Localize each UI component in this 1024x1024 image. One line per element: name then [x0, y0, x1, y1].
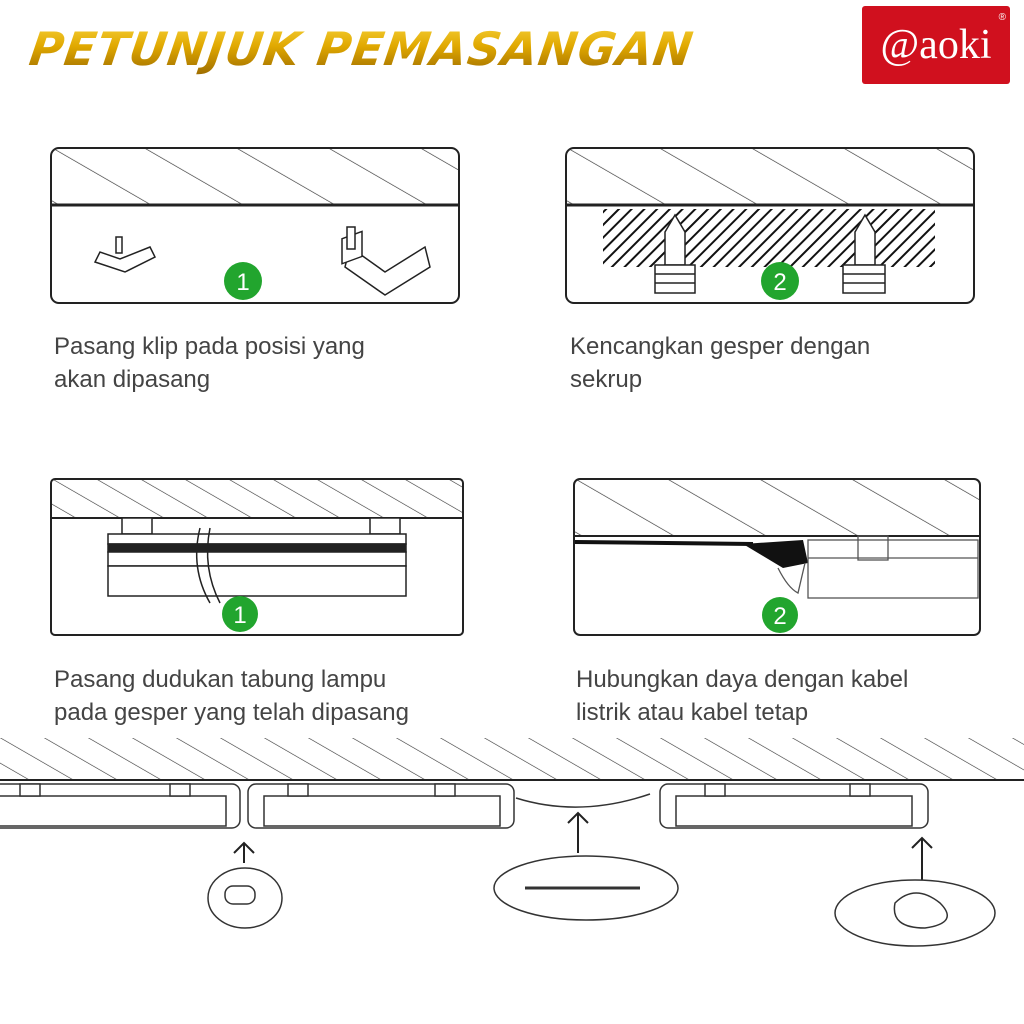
step-badge: 1 [233, 602, 246, 629]
caption-line: sekrup [570, 366, 643, 393]
linked-tubes [0, 783, 929, 829]
step-badge: 1 [236, 269, 249, 296]
step-3-illustration: 1 [50, 478, 466, 638]
caption-line: Pasang klip pada posisi yang [54, 333, 365, 360]
logo-text: @aoki [880, 22, 992, 68]
step-1-caption: Pasang klip pada posisi yang akan dipasa… [54, 330, 365, 396]
step-4-illustration: 2 [573, 478, 983, 638]
page-title: PETUNJUK PEMASANGAN [26, 22, 697, 76]
step-3-caption: Pasang dudukan tabung lampu pada gesper … [54, 663, 409, 729]
step-2-illustration: 2 [565, 147, 977, 305]
step-badge: 2 [773, 269, 786, 296]
screw-icon [654, 213, 886, 294]
registered-mark: ® [998, 12, 1006, 23]
caption-line: Pasang dudukan tabung lampu [54, 666, 387, 693]
step-1-illustration: 1 [50, 147, 462, 305]
clip-icon [93, 226, 431, 296]
caption-line: listrik atau kabel tetap [576, 699, 809, 726]
tube-icon [107, 517, 407, 604]
step-2-caption: Kencangkan gesper dengan sekrup [570, 330, 870, 396]
brand-logo: @aoki ® [862, 6, 1010, 84]
caption-line: Hubungkan daya dengan kabel [576, 666, 909, 693]
cable-icon [777, 535, 979, 599]
connection-diagram [0, 738, 1024, 968]
caption-line: akan dipasang [54, 366, 211, 393]
step-4-caption: Hubungkan daya dengan kabel listrik atau… [576, 663, 908, 729]
caption-line: Kencangkan gesper dengan [570, 333, 871, 360]
step-badge: 2 [773, 603, 786, 630]
caption-line: pada gesper yang telah dipasang [54, 699, 409, 726]
